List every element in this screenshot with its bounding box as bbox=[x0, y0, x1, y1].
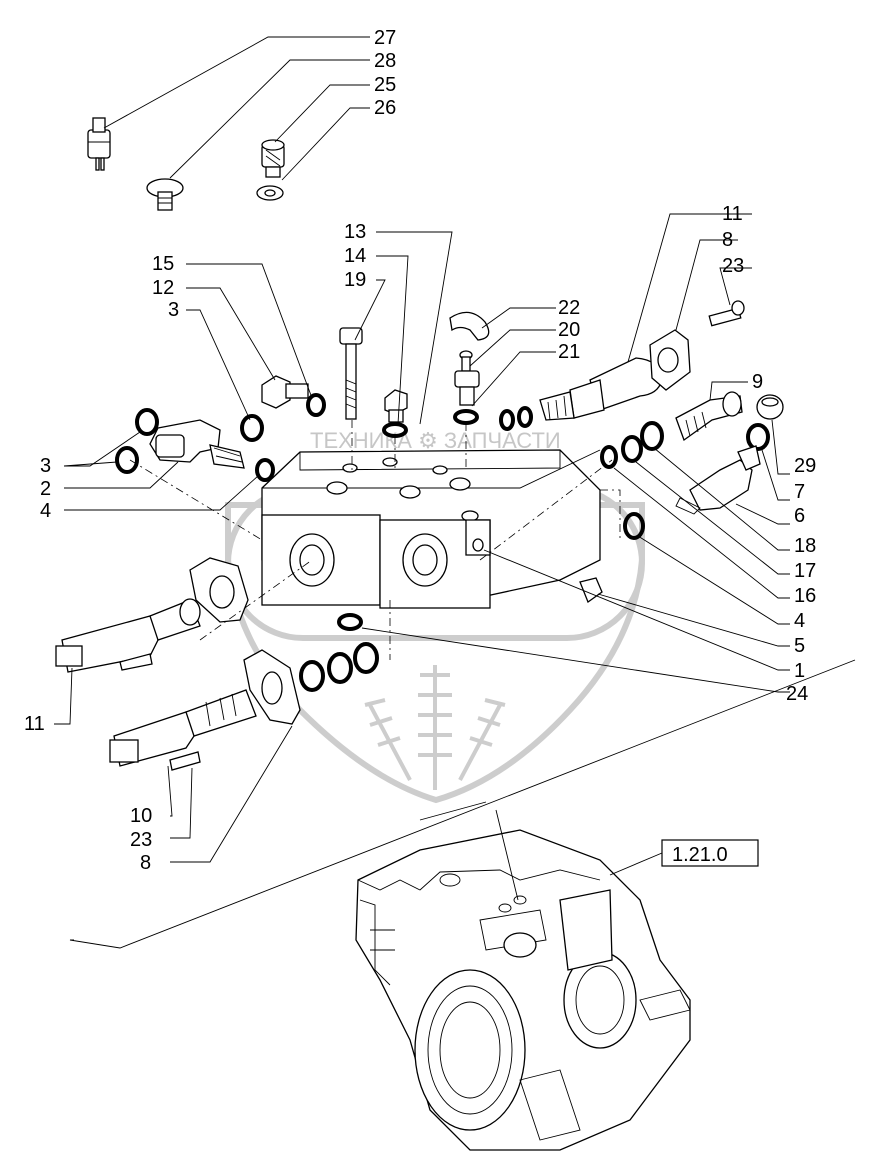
callout-16: 16 bbox=[794, 585, 816, 607]
valve-block bbox=[261, 449, 601, 609]
callout-26: 26 bbox=[374, 97, 396, 119]
reference-label: 1.21.0 bbox=[672, 844, 728, 866]
callout-12: 12 bbox=[152, 277, 174, 299]
callout-27: 27 bbox=[374, 27, 396, 49]
valve-9 bbox=[675, 391, 743, 442]
callout-25: 25 bbox=[374, 74, 396, 96]
callout-11-top: 11 bbox=[722, 203, 743, 225]
callout-29: 29 bbox=[794, 455, 816, 477]
callout-9: 9 bbox=[752, 371, 763, 393]
leader-lines bbox=[54, 36, 790, 863]
callout-15: 15 bbox=[152, 253, 174, 275]
callout-7: 7 bbox=[794, 481, 805, 503]
callout-10: 10 bbox=[130, 805, 152, 827]
callout-14: 14 bbox=[344, 245, 366, 267]
callout-3-left: 3 bbox=[40, 455, 51, 477]
watermark-wheat-icon bbox=[364, 665, 506, 790]
plug-5 bbox=[579, 577, 603, 604]
callout-19: 19 bbox=[344, 269, 366, 291]
cap-29 bbox=[756, 394, 784, 420]
callout-6: 6 bbox=[794, 505, 805, 527]
callout-18: 18 bbox=[794, 535, 816, 557]
sensor-25 bbox=[261, 139, 285, 178]
callout-23-top: 23 bbox=[722, 255, 744, 277]
watermark-text: ТЕХНИКА ⚙ ЗАПЧАСТИ bbox=[310, 428, 561, 453]
clip-22 bbox=[449, 311, 490, 341]
callout-11-left: 11 bbox=[24, 713, 45, 735]
plug-28 bbox=[146, 178, 184, 211]
screw-23-top bbox=[708, 300, 745, 327]
fitting-12 bbox=[261, 375, 309, 409]
callout-23-bottom: 23 bbox=[130, 829, 152, 851]
flange-8-top bbox=[649, 329, 691, 391]
callout-17: 17 bbox=[794, 560, 816, 582]
solenoid-10 bbox=[109, 689, 257, 771]
plug-14 bbox=[384, 389, 408, 423]
callout-4-left: 4 bbox=[40, 500, 51, 522]
housing-link-line bbox=[69, 659, 856, 949]
bolt-19 bbox=[339, 327, 363, 420]
valve-20 bbox=[454, 350, 480, 406]
callout-22: 22 bbox=[558, 297, 580, 319]
tee-2 bbox=[149, 419, 245, 469]
callouts: 27 28 25 26 13 14 19 15 12 3 22 20 21 11… bbox=[24, 27, 816, 874]
callout-4-right: 4 bbox=[794, 610, 805, 632]
callout-24: 24 bbox=[786, 683, 808, 705]
elbow-6 bbox=[675, 445, 761, 515]
callout-2: 2 bbox=[40, 478, 51, 500]
transmission-housing bbox=[355, 829, 691, 1151]
flange-8-mid bbox=[189, 557, 249, 623]
callout-20: 20 bbox=[558, 319, 580, 341]
callout-21: 21 bbox=[558, 341, 580, 363]
reference-leader bbox=[609, 852, 663, 876]
assembly-lines bbox=[129, 420, 621, 660]
callout-1: 1 bbox=[794, 660, 805, 682]
callout-28: 28 bbox=[374, 50, 396, 72]
flange-8-bottom bbox=[243, 649, 301, 725]
washer-26 bbox=[256, 185, 284, 201]
reference-box bbox=[661, 839, 759, 867]
solenoid-11-left bbox=[55, 598, 201, 673]
callout-3-top: 3 bbox=[168, 299, 179, 321]
callout-13: 13 bbox=[344, 221, 366, 243]
callout-8-bottom: 8 bbox=[140, 852, 151, 874]
solenoid-11-top bbox=[539, 357, 663, 421]
callout-5: 5 bbox=[794, 635, 805, 657]
housing-detail-lines bbox=[419, 801, 519, 901]
callout-8-top: 8 bbox=[722, 229, 733, 251]
sensor-27 bbox=[87, 117, 111, 171]
